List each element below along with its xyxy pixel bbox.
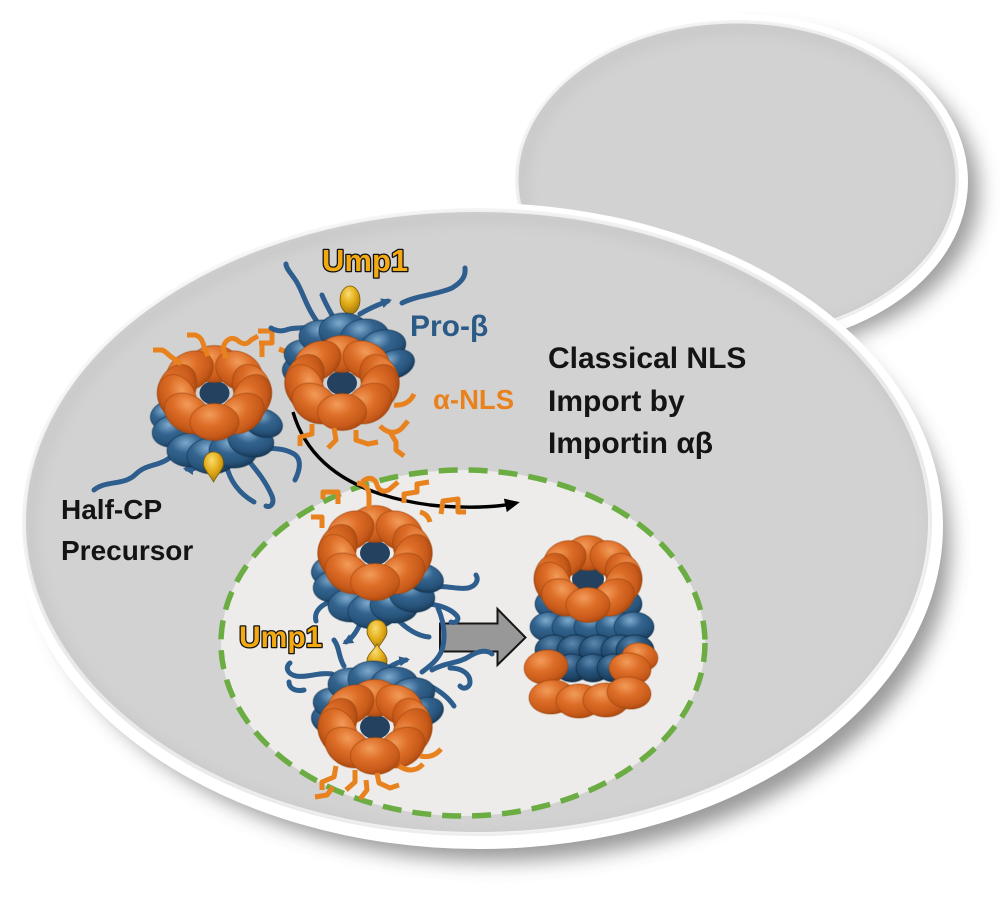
svg-text:Importin αβ: Importin αβ [548, 427, 713, 460]
svg-text:α-NLS: α-NLS [433, 384, 514, 415]
svg-text:Pro-β: Pro-β [410, 310, 488, 343]
svg-text:Import by: Import by [548, 385, 685, 418]
svg-text:Precursor: Precursor [61, 535, 193, 566]
svg-text:Ump1: Ump1 [239, 621, 322, 654]
svg-text:Half-CP: Half-CP [61, 494, 162, 525]
svg-text:Classical NLS: Classical NLS [548, 342, 746, 375]
svg-text:Ump1: Ump1 [322, 243, 408, 278]
